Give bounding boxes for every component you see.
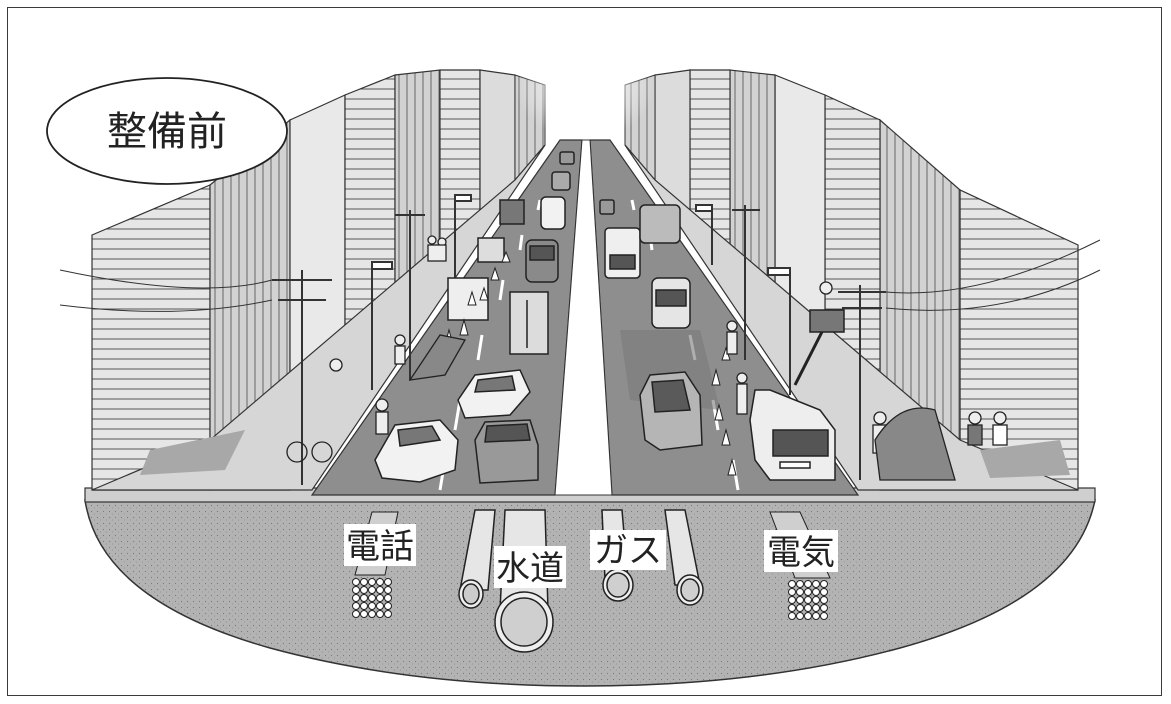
- car-far-1: [551, 171, 571, 191]
- truck-right: [604, 227, 641, 279]
- electricity-label: 電気: [767, 533, 835, 573]
- gas-pipe-2: [664, 509, 704, 606]
- car-dark-left: [474, 419, 539, 484]
- worker-left-1: [375, 398, 389, 435]
- car-right-mid: [651, 277, 691, 329]
- worker-bucket: [819, 281, 833, 295]
- bucket-truck-arm: [793, 309, 845, 386]
- workers-and-pedestrians: [286, 235, 1008, 481]
- underground-utilities: 電話 水道 ガス 電気: [344, 509, 838, 653]
- vanishing-light: [515, 30, 655, 140]
- pedestrian-pair-left: [427, 235, 447, 262]
- water-label: 水道: [496, 549, 564, 589]
- utility-poles: [59, 205, 1101, 485]
- van-white-far: [540, 196, 566, 230]
- traffic-left: [374, 151, 575, 484]
- bus-far-right: [639, 204, 681, 244]
- utility-label-water: 水道: [494, 546, 566, 589]
- car-mid-left: [525, 239, 559, 283]
- bus-right: [749, 389, 836, 481]
- title-badge: 整備前: [46, 77, 288, 185]
- utility-label-telephone: 電話: [344, 524, 416, 567]
- water-pipe-small: [458, 509, 496, 609]
- gas-label: ガス: [594, 531, 662, 571]
- car-far-2: [559, 151, 575, 165]
- truck-box: [509, 291, 549, 355]
- worker-right-1: [726, 320, 738, 355]
- traffic-right: [599, 199, 845, 481]
- pedestrian-pair-right: [967, 411, 1008, 446]
- car-gray-right-front: [639, 371, 703, 451]
- telephone-label: 電話: [346, 527, 414, 567]
- car-white-center: [457, 369, 531, 419]
- utility-label-electricity: 電気: [764, 530, 838, 573]
- title-badge-text: 整備前: [107, 109, 227, 155]
- utility-label-gas: ガス: [590, 530, 666, 571]
- work-truck-left: [447, 199, 525, 321]
- worker-right-2: [736, 372, 748, 415]
- cyclist-left: [286, 358, 343, 463]
- worker-left-2: [394, 334, 406, 365]
- car-far-right: [599, 199, 615, 215]
- car-white-left-front: [374, 419, 459, 483]
- sidewalks: [91, 144, 1079, 491]
- debris-excavation: [408, 334, 956, 481]
- underground-soil: [84, 487, 1096, 687]
